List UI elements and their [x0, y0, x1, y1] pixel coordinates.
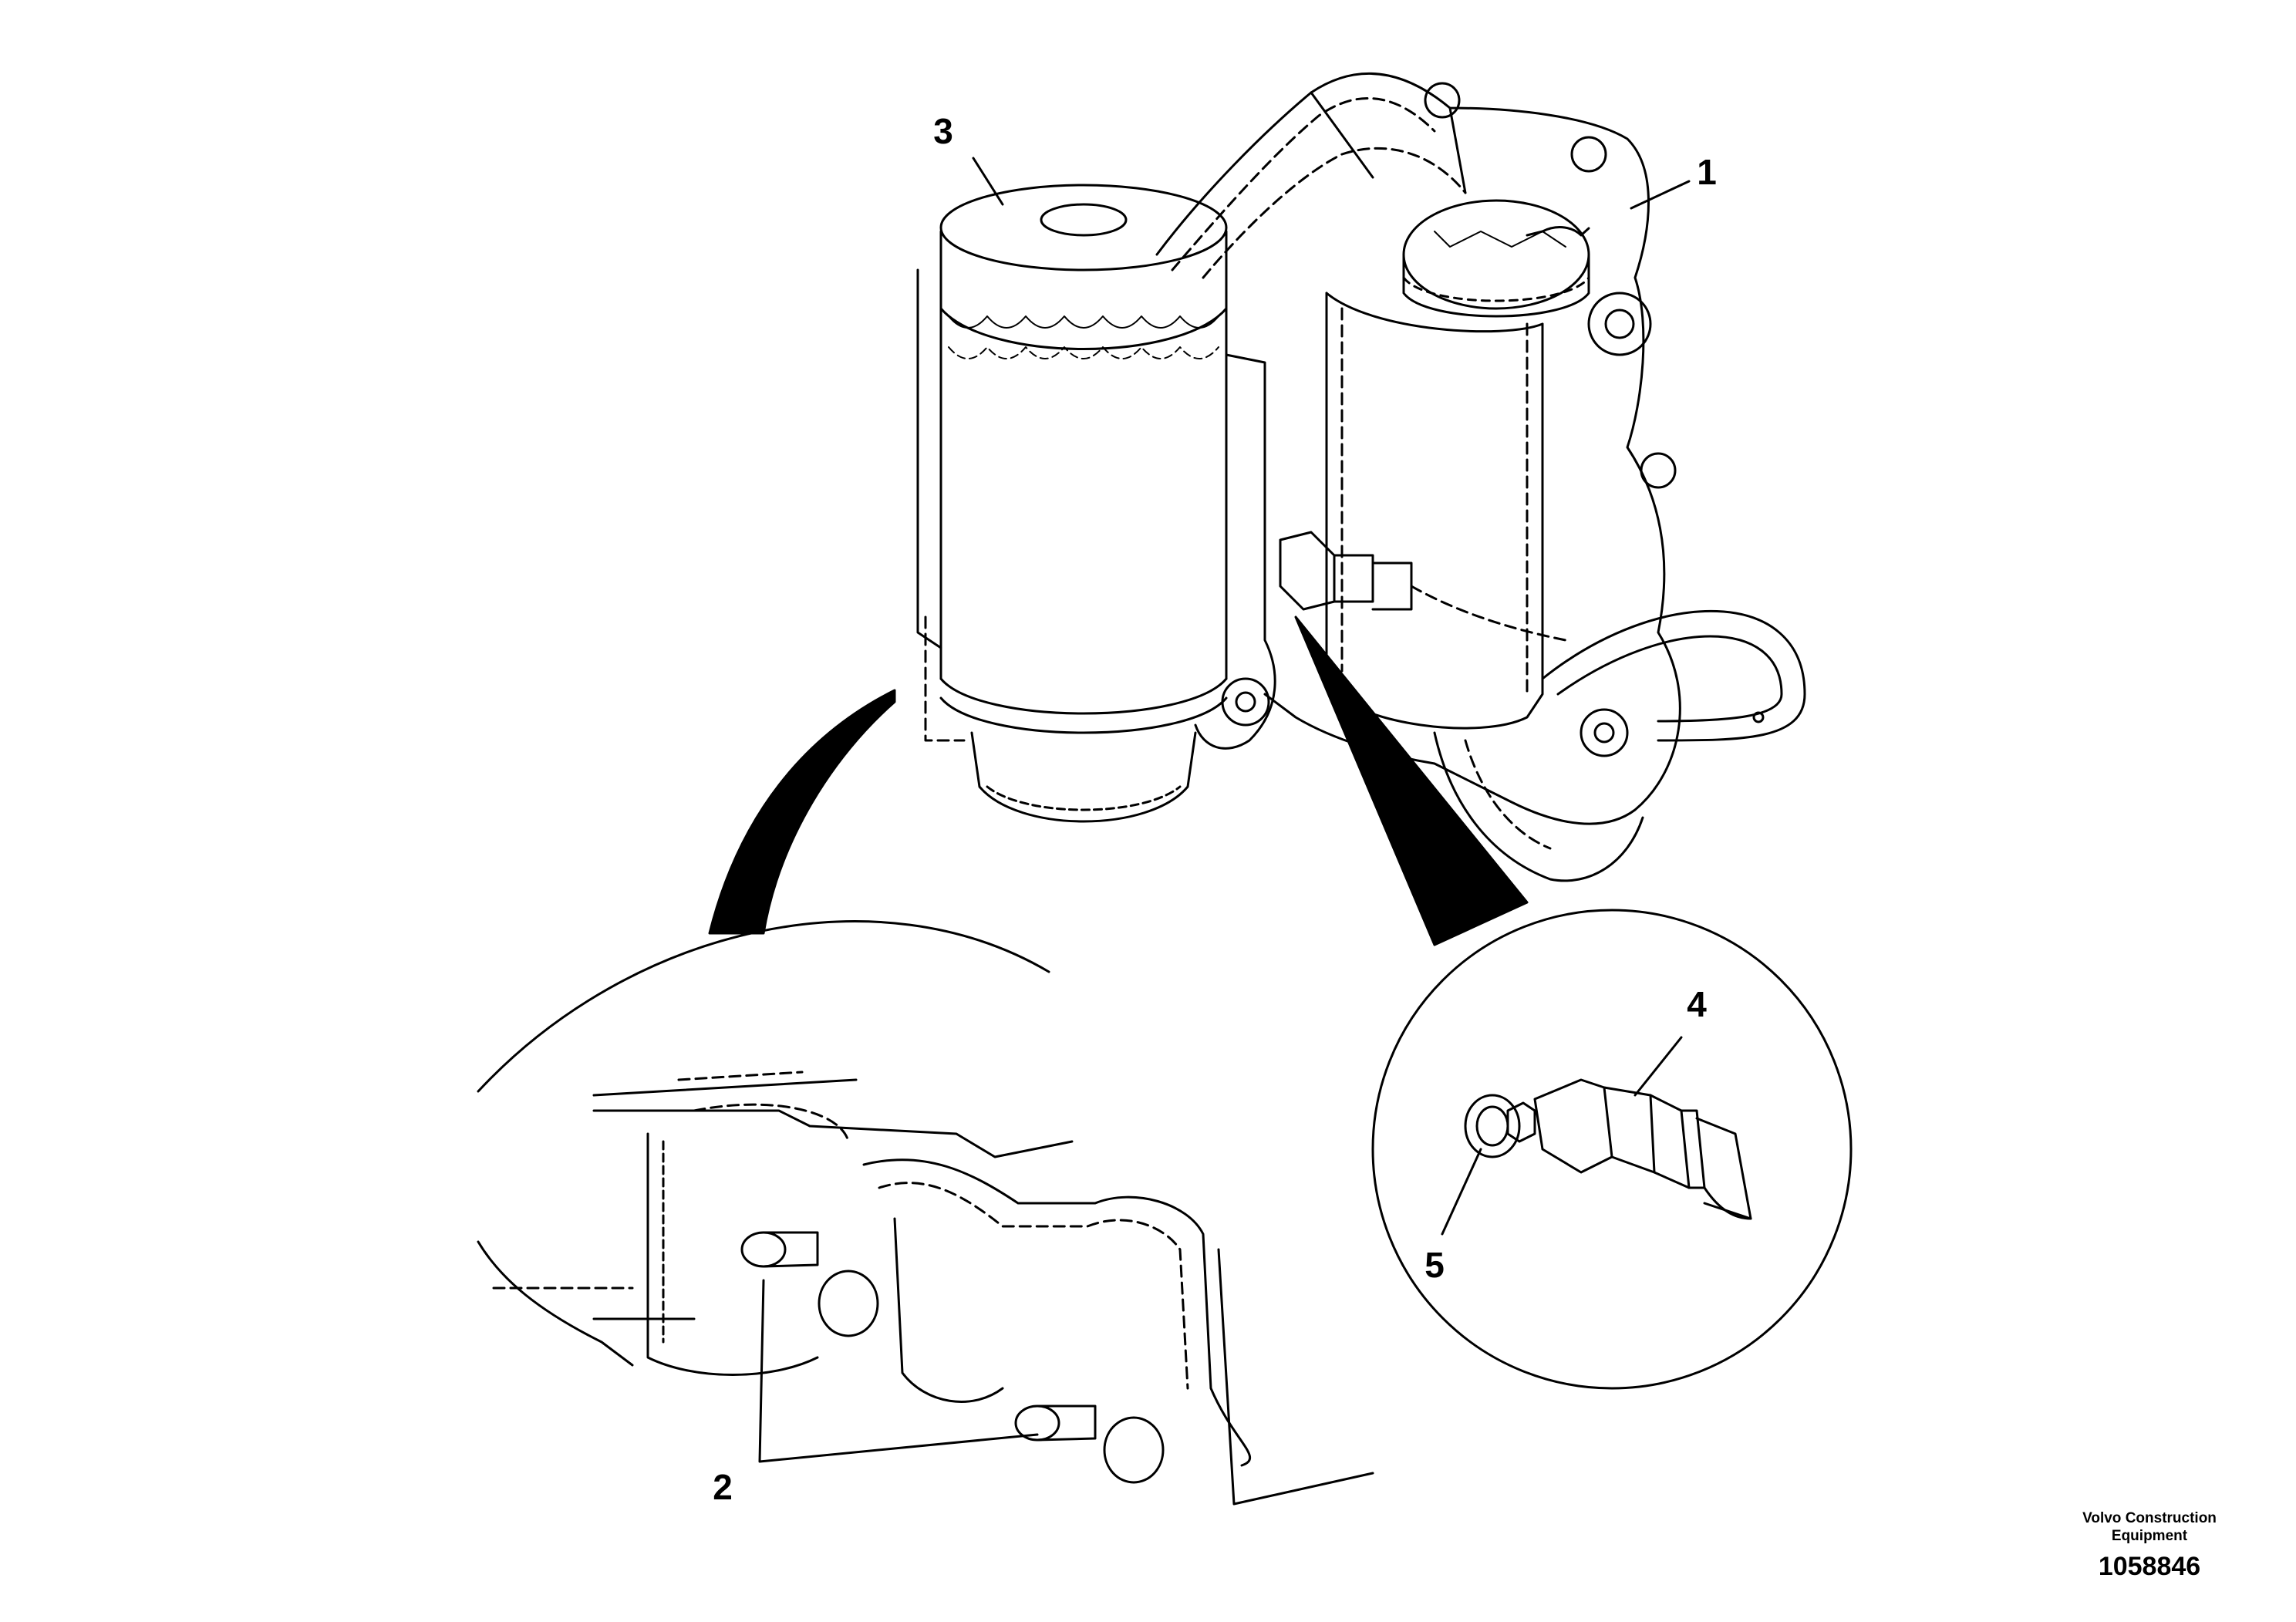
bolt — [1580, 708, 1629, 757]
callout-4: 4 — [1687, 984, 1707, 1024]
bolt — [1570, 136, 1607, 173]
publisher-credit: Volvo Construction Equipment 1058846 — [2049, 1510, 2250, 1580]
leader-5 — [1441, 1148, 1482, 1236]
detail-pointer-left — [708, 689, 896, 935]
detail-pointer-right — [1294, 615, 1529, 946]
bolt — [1424, 82, 1461, 119]
drawing-number: 1058846 — [2098, 1552, 2201, 1581]
leader-3 — [972, 157, 1004, 206]
detail-circle-right — [1371, 909, 1853, 1390]
clamp-strap — [1541, 609, 1806, 742]
callout-2: 2 — [713, 1467, 733, 1507]
leader-1 — [1630, 180, 1691, 210]
credit-line-2: Equipment — [2111, 1528, 2188, 1545]
filter-housing-bracket — [1155, 72, 1806, 882]
pressure-sensor — [1506, 1078, 1752, 1220]
bolt — [1587, 292, 1652, 356]
seal-washer — [1464, 1094, 1521, 1158]
sensor-detail — [1464, 1078, 1752, 1220]
callout-5: 5 — [1424, 1245, 1445, 1285]
dowel-pin — [740, 1231, 879, 1337]
dowel-pin — [1014, 1404, 1165, 1484]
detail-arc-left — [477, 920, 1050, 1093]
oil-filter — [916, 184, 1276, 823]
bolt — [1640, 452, 1677, 489]
oil-pan-detail — [477, 1071, 1374, 1506]
callout-3: 3 — [933, 111, 953, 151]
leader-2 — [758, 1279, 1039, 1463]
callout-1: 1 — [1697, 152, 1717, 192]
sensor-installed — [1279, 531, 1567, 642]
leader-4 — [1633, 1036, 1683, 1097]
credit-line-1: Volvo Construction — [2082, 1510, 2217, 1527]
